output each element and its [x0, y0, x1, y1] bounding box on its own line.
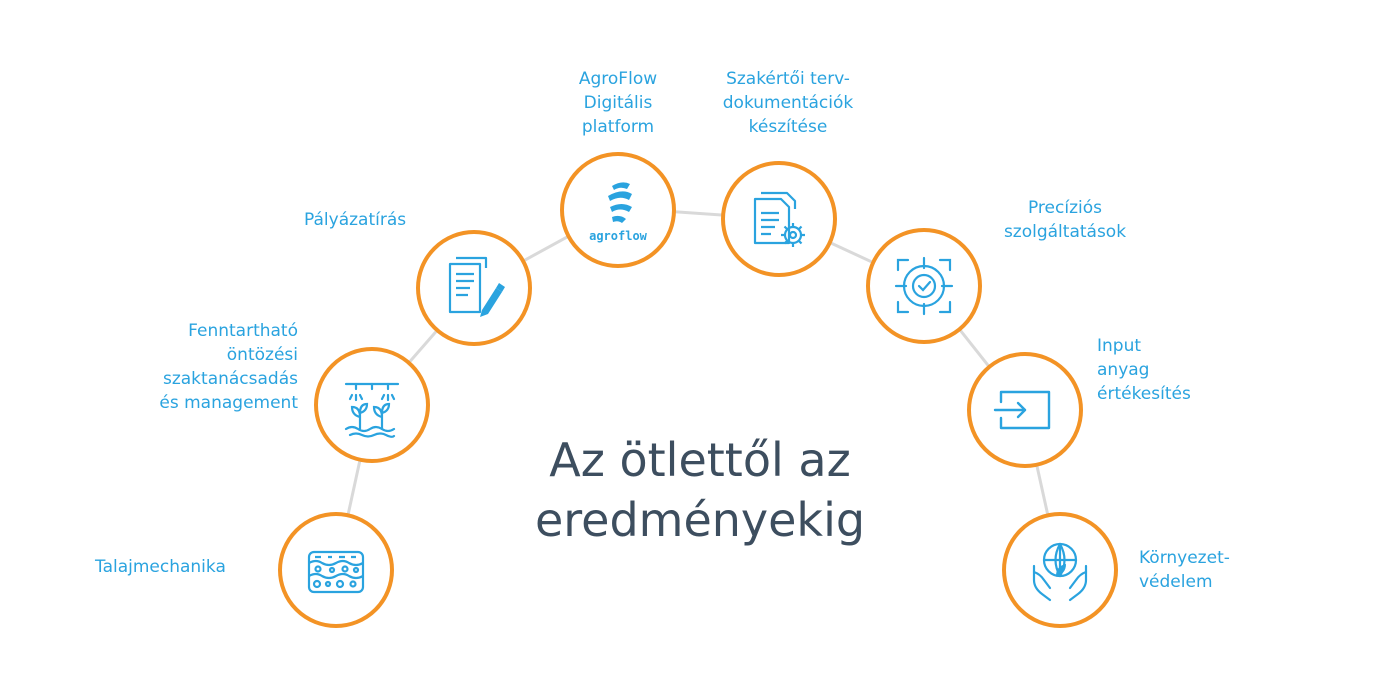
label-kornyezetvedelem: Környezet- védelem: [1139, 548, 1230, 592]
center-title: Az ötlettől az eredményekig: [534, 433, 866, 547]
label-agroflow: AgroFlow Digitális platform: [578, 69, 658, 137]
node-szakertoi: [721, 161, 837, 277]
label-ontozes: Fenntartható öntözési szaktanácsadás és …: [159, 321, 298, 413]
node-input: [967, 352, 1083, 468]
node-palyazatiras: [416, 230, 532, 346]
label-szakertoi: Szakértői terv- dokumentációk készítése: [722, 69, 854, 137]
label-talajmechanika: Talajmechanika: [95, 557, 226, 577]
agroflow-logo: agroflow: [589, 182, 648, 243]
agroflow-logo-text: agroflow: [589, 229, 648, 243]
label-input: Input anyag értékesítés: [1097, 336, 1191, 404]
node-agroflow: agroflow: [560, 152, 676, 268]
soil-layers-icon: [307, 550, 365, 594]
globe-hands-icon: [1032, 542, 1088, 602]
input-arrow-icon: [993, 390, 1051, 430]
label-palyazatiras: Pályázatírás: [304, 210, 407, 230]
target-crosshair-icon: [894, 256, 954, 316]
node-talajmechanika: [278, 512, 394, 628]
node-kornyezetvedelem: [1002, 512, 1118, 628]
node-ontozes: [314, 347, 430, 463]
node-precizios: [866, 228, 982, 344]
documents-gear-icon: [753, 191, 805, 247]
irrigation-plants-icon: [344, 382, 400, 438]
document-pen-icon: [448, 256, 505, 317]
label-precizios: Precíziós szolgáltatások: [1003, 198, 1127, 242]
